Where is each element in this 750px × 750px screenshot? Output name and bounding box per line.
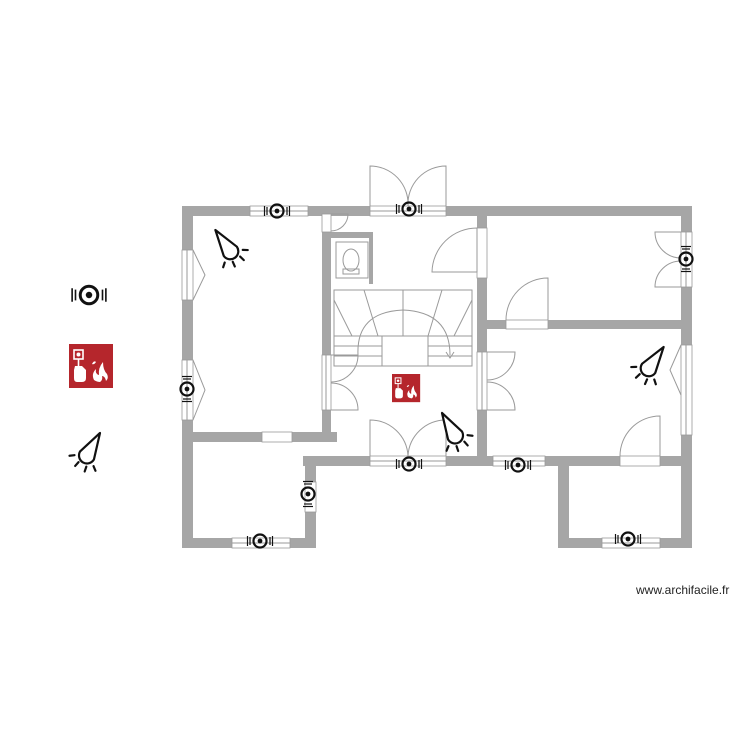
doors	[192, 165, 682, 457]
emergency-light-icon	[427, 404, 477, 458]
fire-alarm-call-point-icon	[391, 373, 421, 403]
staircase	[333, 289, 473, 367]
watermark-text: www.archifacile.fr	[636, 583, 730, 597]
emergency-light-icon	[201, 220, 253, 274]
windows	[181, 205, 693, 549]
legend-alarm-sounder-icon	[70, 284, 108, 306]
walls	[182, 206, 692, 548]
toilet	[335, 241, 369, 279]
legend-emergency-light-icon	[65, 424, 115, 478]
emergency-light-icon	[626, 337, 678, 391]
legend-fire-alarm-call-point-icon	[68, 343, 114, 389]
